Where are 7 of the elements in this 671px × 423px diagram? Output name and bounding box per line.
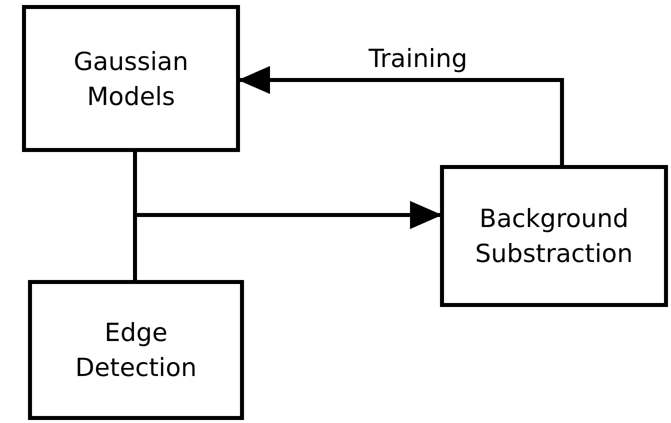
process-box xyxy=(440,165,668,307)
process-box xyxy=(28,280,244,420)
process-box xyxy=(22,5,240,152)
box-label: Background Substraction xyxy=(474,203,634,270)
box-label: Gaussian Models xyxy=(72,46,190,112)
box-label: Edge Detection xyxy=(74,317,198,384)
arrow xyxy=(238,66,564,165)
